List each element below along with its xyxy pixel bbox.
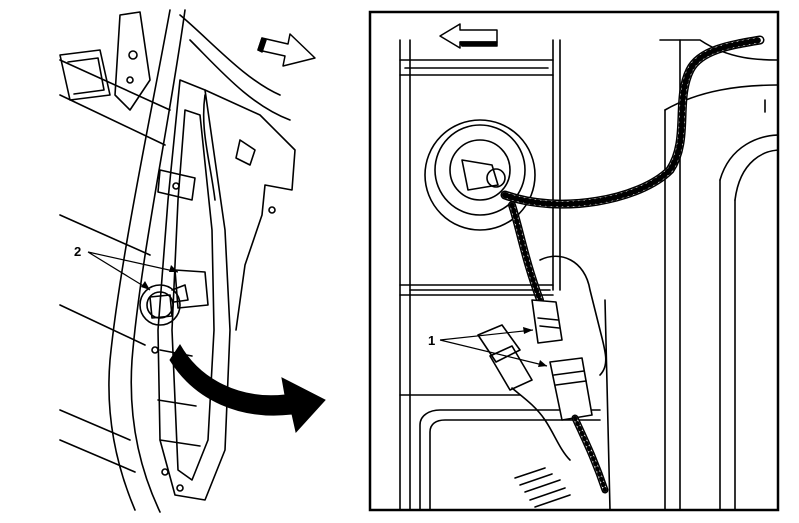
direction-arrow-icon: [257, 33, 316, 67]
left-bracket-hole: [126, 76, 134, 84]
leader-arrowhead: [169, 265, 178, 272]
left-upper-bracket: [114, 11, 151, 111]
right-harness-lower-wrap: [573, 416, 607, 492]
leader-arrowhead: [538, 360, 547, 367]
left-connector-grommet: [139, 284, 181, 326]
right-grommet-outer: [424, 119, 536, 231]
right-panel: [734, 149, 777, 201]
right-panel: [719, 134, 777, 181]
left-pillar-detail: [157, 169, 196, 201]
left-flange-detail: [235, 139, 256, 166]
callout-1: 1: [428, 327, 548, 367]
left-pillar-hole: [151, 346, 159, 354]
left-pillar-hole: [172, 182, 180, 190]
right-lower-box: [419, 409, 601, 509]
left-connector-body: [149, 294, 173, 319]
left-pillar-hole: [161, 468, 169, 476]
left-view: [59, 9, 296, 513]
left-top-rail: [59, 49, 111, 101]
right-connector-loose-body: [489, 345, 533, 391]
leader-line: [439, 329, 548, 367]
right-grommet-ring: [434, 124, 526, 216]
callout-label: 2: [74, 244, 81, 259]
right-view: [399, 35, 777, 509]
callout-label: 1: [428, 333, 435, 348]
right-panel: [664, 84, 777, 111]
left-pillar-inner: [171, 109, 215, 481]
right-connector-loose-wire: [511, 387, 571, 461]
right-bottom-hatch: [514, 467, 571, 508]
right-grommet-inner: [449, 139, 511, 201]
left-pillar-hole: [176, 484, 184, 492]
leader-arrowhead: [141, 281, 150, 290]
right-mount-bracket: [539, 255, 607, 376]
left-outer-panel-curve-2: [130, 9, 186, 513]
right-harness-main-wrap: [502, 37, 763, 208]
left-side-flange: [204, 89, 296, 331]
detail-frame: [368, 10, 780, 512]
right-connector-upper-detail: [539, 325, 560, 329]
left-diagonal-line: [59, 214, 151, 256]
left-diagonal-line: [59, 304, 146, 346]
right-panel: [659, 39, 777, 61]
left-diagonal-line: [59, 439, 136, 473]
callout-2: 2: [74, 244, 179, 291]
right-panel-vertical: [604, 299, 611, 509]
right-grommet-plug: [461, 159, 499, 191]
left-harness: [202, 94, 216, 201]
left-top-rail-inner: [67, 57, 105, 95]
left-pillar-detail: [157, 399, 197, 407]
right-connector-upper: [531, 299, 563, 344]
left-upper-arc-2: [189, 39, 291, 121]
right-connector-lower-detail: [555, 380, 587, 386]
rotation-arrow-icon: [169, 344, 326, 434]
left-upper-arc: [179, 14, 281, 96]
right-harness-branch-wrap: [509, 202, 543, 303]
left-connector-tab: [171, 284, 189, 303]
left-bracket-hole: [128, 50, 138, 60]
direction-arrow-icon: [439, 23, 498, 49]
left-diagonal-line: [59, 94, 166, 146]
right-connector-upper-detail: [537, 317, 559, 321]
left-pillar-detail: [159, 439, 201, 447]
left-main-pillar: [157, 79, 231, 501]
right-grommet-nut: [486, 168, 506, 188]
right-lower-box: [429, 419, 601, 509]
leader-line: [87, 251, 179, 291]
right-connector-lower-detail: [553, 370, 585, 376]
leader-arrowhead: [523, 327, 533, 334]
left-flange-hole: [268, 206, 276, 214]
left-diagonal-line: [59, 409, 131, 441]
